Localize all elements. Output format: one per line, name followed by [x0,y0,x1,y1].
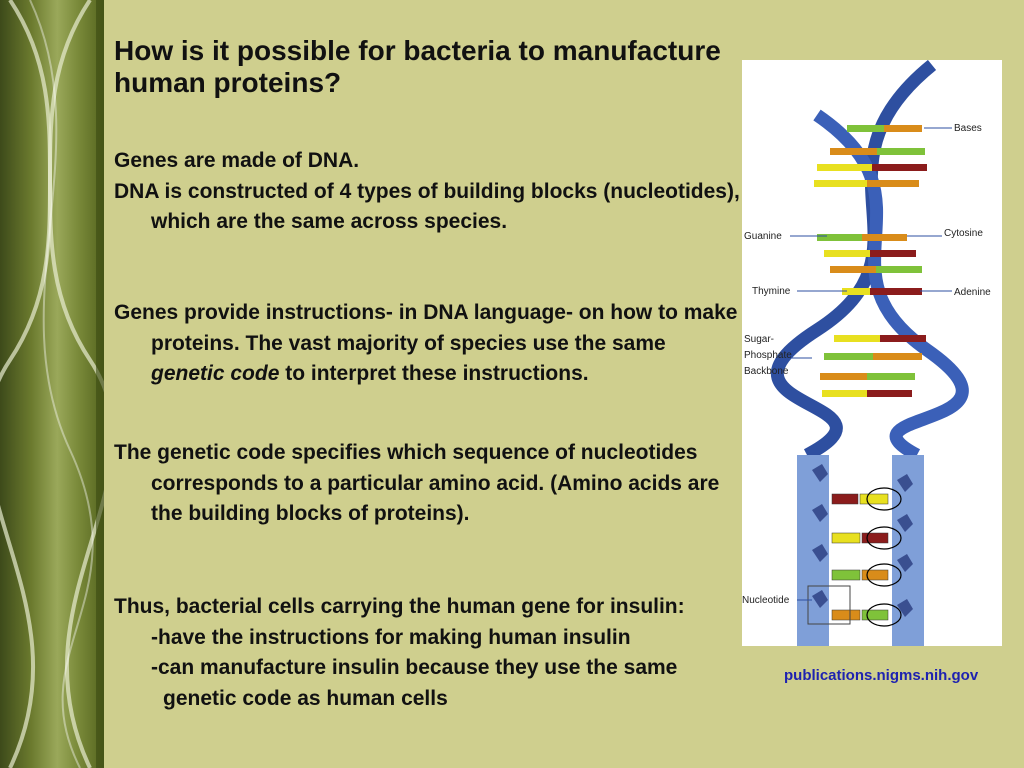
slide-title: How is it possible for bacteria to manuf… [114,35,721,98]
paragraph-instructions: Genes provide instructions- in DNA langu… [114,301,738,385]
backbone-strand-1 [771,60,937,461]
paragraph-bacterial-cells: Thus, bacterial cells carrying the human… [114,595,685,618]
image-credit: publications.nigms.nih.gov [784,667,979,684]
paragraph-genetic-code: The genetic code specifies which sequenc… [114,441,720,525]
paragraph-block-1: Genes are made of DNA. DNA is constructe… [114,146,744,238]
paragraph-block-4: Thus, bacterial cells carrying the human… [114,592,744,714]
label-nucleotide: Nucleotide [742,595,790,606]
paragraph-manufacture-insulin: -can manufacture insulin because they us… [151,656,678,710]
genetic-code-emphasis: genetic code [151,362,280,385]
label-adenine: Adenine [954,287,991,298]
paragraph-block-3: The genetic code specifies which sequenc… [114,438,744,530]
label-leader-lines [790,127,952,601]
backbone-strand-2 [813,109,969,461]
label-thymine: Thymine [752,286,791,297]
label-cytosine: Cytosine [944,228,983,239]
label-guanine: Guanine [744,231,782,242]
label-backbone-1: Sugar- [744,334,774,345]
paragraph-block-2: Genes provide instructions- in DNA langu… [114,298,744,390]
dna-helix-pattern [0,0,104,768]
paragraph-genes-dna: Genes are made of DNA. [114,149,360,172]
label-backbone-2: Phosphate [744,350,792,361]
ladder-rungs [807,464,913,627]
label-bases: Bases [954,123,982,134]
decorative-sidebar [0,0,104,768]
base-pairs [814,125,927,397]
dna-diagram: Bases Guanine Cytosine Thymine Adenine S… [742,60,1002,646]
paragraph-building-blocks: DNA is constructed of 4 types of buildin… [114,179,740,234]
label-backbone-3: Backbone [744,366,789,377]
paragraph-have-instructions: -have the instructions for making human … [151,625,631,649]
